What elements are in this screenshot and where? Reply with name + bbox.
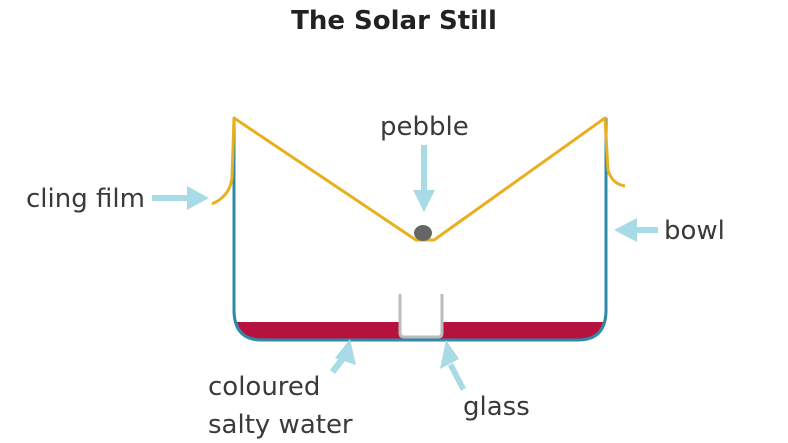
arrow-bowl [614,218,658,242]
arrow-glass [440,340,466,391]
arrow-pebble [413,145,435,212]
pebble-label: pebble [380,112,469,142]
arrow-water [330,339,356,374]
bowl [232,118,608,342]
arrow-cling-film [152,186,209,210]
pebble [414,225,432,241]
glass-label: glass [463,392,530,422]
bowl-label: bowl [664,216,725,246]
water-label-line1: coloured [208,372,321,402]
water-label-line2: salty water [208,410,353,440]
diagram-title: The Solar Still [291,6,497,36]
glass [398,294,444,339]
cling-film-label: cling film [26,184,145,214]
